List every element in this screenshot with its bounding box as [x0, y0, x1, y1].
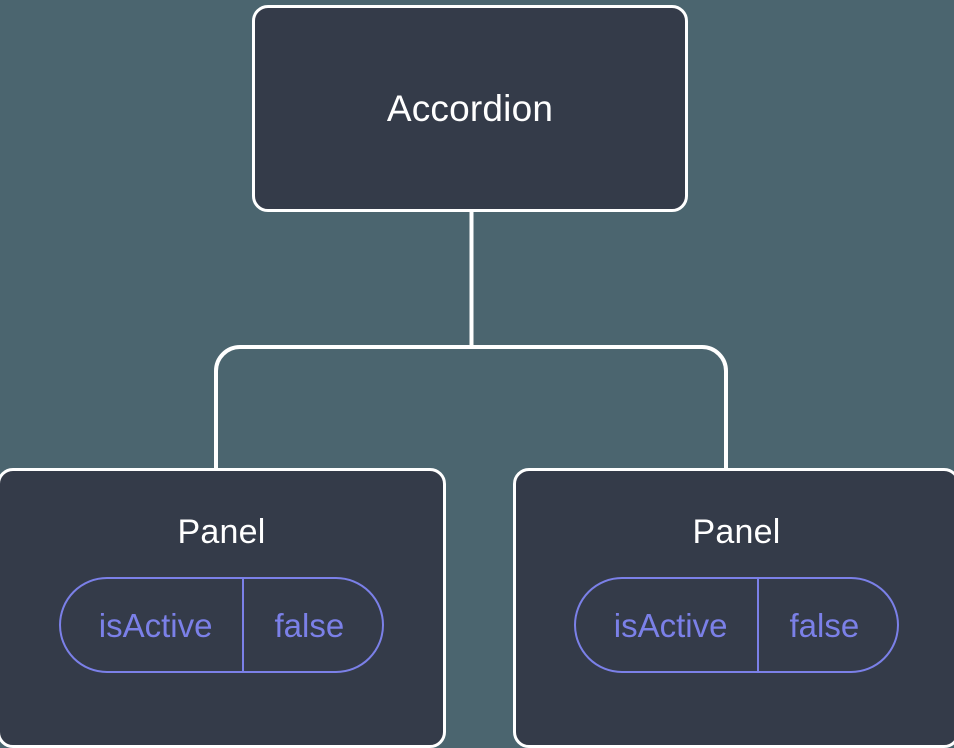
state-pill-right-value: false	[757, 579, 897, 671]
state-pill-right[interactable]: isActive false	[573, 577, 900, 673]
connector-branch-left	[214, 345, 472, 470]
node-panel-right-label: Panel	[692, 513, 781, 551]
state-pill-right-key: isActive	[613, 606, 728, 644]
state-pill-left-key: isActive	[98, 606, 213, 644]
node-panel-left[interactable]: Panel isActive false	[0, 468, 446, 748]
node-panel-left-label: Panel	[177, 513, 266, 551]
node-accordion-label: Accordion	[386, 88, 554, 129]
state-pill-left[interactable]: isActive false	[58, 577, 385, 673]
connector-branch-right	[471, 345, 728, 470]
node-accordion[interactable]: Accordion	[252, 5, 688, 212]
node-panel-right[interactable]: Panel isActive false	[513, 468, 954, 748]
state-pill-left-value: false	[242, 579, 382, 671]
